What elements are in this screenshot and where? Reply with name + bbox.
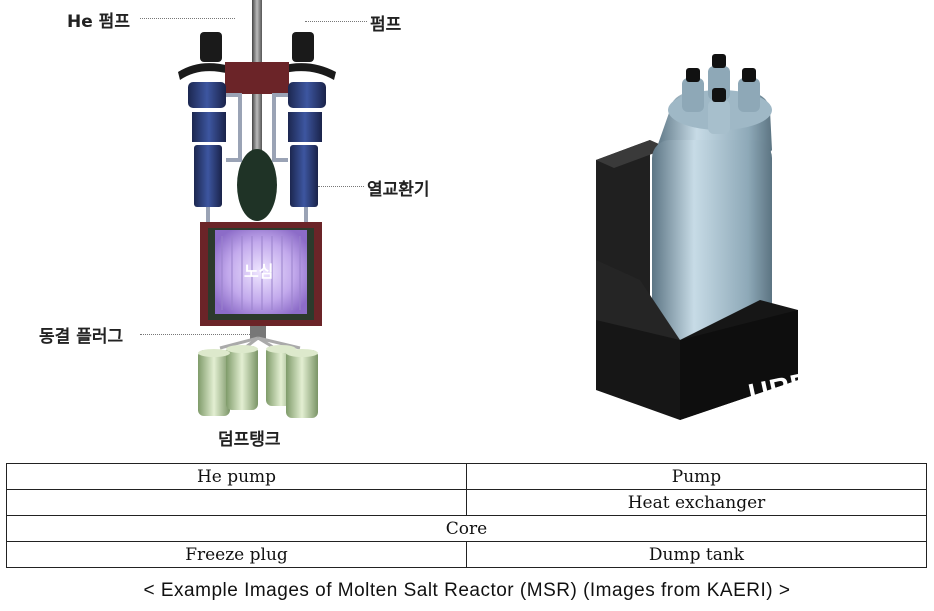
label-heat-exchanger: 열교환기: [367, 180, 430, 200]
msr-reactor-illustration: [178, 0, 336, 418]
ureca-reactor-illustration: [596, 54, 798, 420]
table-row: Core: [6, 515, 927, 542]
translation-table: He pump Pump Heat exchanger Core Freeze …: [6, 463, 927, 568]
label-pump: 펌프: [370, 15, 402, 35]
table-row: Heat exchanger: [6, 489, 927, 516]
leader-freeze-plug: [140, 334, 250, 335]
cell-heat-exchanger: Heat exchanger: [466, 489, 927, 516]
label-freeze-plug: 동결 플러그: [39, 327, 124, 347]
leader-heat-exchanger: [318, 186, 364, 187]
cell-pump: Pump: [466, 463, 927, 490]
cell-core: Core: [6, 515, 927, 542]
leader-he-pump: [140, 18, 235, 19]
cell-dump-tank: Dump tank: [466, 541, 927, 568]
leader-pump: [305, 21, 367, 22]
table-row: He pump Pump: [6, 463, 927, 490]
figure-caption: < Example Images of Molten Salt Reactor …: [143, 580, 791, 601]
cell-he-pump: He pump: [6, 463, 467, 490]
figure-area: He 펌프 펌프 열교환기 노심 동결 플러그 덤프탱크: [39, 0, 798, 450]
cell-empty: [6, 489, 467, 516]
table-row: Freeze plug Dump tank: [6, 541, 927, 568]
label-dump-tank: 덤프탱크: [218, 430, 281, 450]
label-core: 노심: [244, 262, 274, 281]
label-he-pump: He 펌프: [67, 12, 130, 32]
cell-freeze-plug: Freeze plug: [6, 541, 467, 568]
